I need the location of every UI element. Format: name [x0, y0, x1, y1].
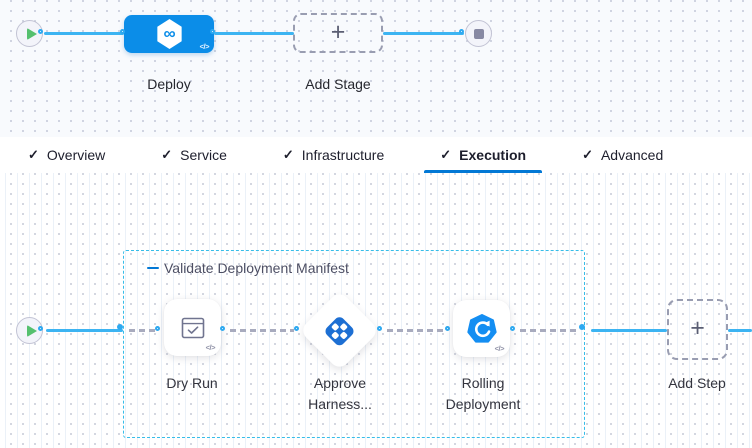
group-port-dot — [117, 324, 123, 330]
tab-service[interactable]: ✓ Service — [161, 147, 227, 163]
edge-dashed-line — [230, 329, 294, 332]
add-step-button[interactable]: + — [667, 299, 728, 360]
connector-dot — [294, 326, 299, 331]
pipeline-end-node — [465, 20, 492, 47]
connector-dot — [38, 326, 43, 331]
connector-dot — [377, 326, 382, 331]
cd-stage-icon: ∞ — [157, 19, 182, 49]
stage-deploy[interactable]: ∞ </> — [124, 15, 214, 53]
play-icon — [27, 325, 37, 337]
collapse-group-icon[interactable] — [147, 266, 159, 270]
yaml-code-icon: </> — [199, 42, 210, 51]
connector-dot — [459, 29, 464, 34]
edge-line — [383, 32, 464, 35]
tab-overview[interactable]: ✓ Overview — [28, 147, 106, 163]
check-icon: ✓ — [440, 147, 452, 162]
plus-icon: + — [690, 314, 705, 342]
edge-line — [728, 329, 752, 332]
edge-line — [44, 32, 124, 35]
connector-dot — [120, 29, 125, 34]
execution-start-node — [16, 317, 43, 344]
connector-dot — [210, 29, 215, 34]
group-port-dot — [579, 324, 585, 330]
connector-dot — [155, 326, 160, 331]
edge-line — [591, 329, 667, 332]
stop-icon — [474, 29, 484, 39]
add-step-label: Add Step — [668, 375, 726, 391]
edge-line — [214, 32, 294, 35]
add-stage-button[interactable]: + — [293, 13, 383, 53]
play-icon — [27, 28, 37, 40]
execution-graph-canvas: Validate Deployment Manifest </> — [0, 173, 752, 448]
active-tab-underline — [424, 169, 543, 173]
harness-approval-icon — [325, 316, 354, 345]
step-group-title: Validate Deployment Manifest — [164, 260, 349, 276]
step-group-container — [123, 250, 585, 438]
edge-dashed-line — [387, 329, 445, 332]
rolling-deployment-icon — [466, 313, 497, 343]
check-icon: ✓ — [28, 147, 39, 162]
add-stage-label: Add Stage — [305, 76, 371, 92]
step-dry-run-label: Dry Run — [166, 375, 218, 391]
stage-deploy-label: Deploy — [147, 76, 191, 92]
connector-dot — [510, 326, 515, 331]
step-approval[interactable] — [299, 290, 380, 371]
edge-dashed-line — [520, 329, 579, 332]
step-dry-run[interactable]: </> — [164, 299, 221, 356]
connector-dot — [220, 326, 225, 331]
plus-icon: + — [330, 17, 346, 46]
tab-execution[interactable]: ✓ Execution — [424, 137, 543, 173]
check-icon: ✓ — [582, 147, 593, 162]
step-approval-label: Approve Harness... — [308, 375, 372, 412]
step-group-header: Validate Deployment Manifest — [147, 260, 349, 276]
stage-graph-canvas: ∞ </> Deploy + Add Stage — [0, 0, 752, 137]
connector-dot — [38, 29, 43, 34]
check-icon: ✓ — [161, 147, 173, 162]
step-rolling-label: Rolling Deployment — [445, 375, 521, 412]
yaml-code-icon: </> — [494, 344, 505, 353]
tab-infrastructure[interactable]: ✓ Infrastructure — [282, 147, 385, 163]
stage-config-tabs: ✓ Overview ✓ Service ✓ Infrastructure ✓ … — [0, 137, 752, 173]
edge-dashed-line — [129, 329, 158, 332]
connector-dot — [445, 326, 450, 331]
check-icon: ✓ — [282, 147, 294, 162]
dry-run-icon — [181, 317, 204, 338]
step-rolling-deployment[interactable]: </> — [453, 300, 510, 357]
edge-line — [46, 329, 123, 332]
tab-advanced[interactable]: ✓ Advanced — [582, 147, 664, 163]
yaml-code-icon: </> — [205, 343, 216, 352]
